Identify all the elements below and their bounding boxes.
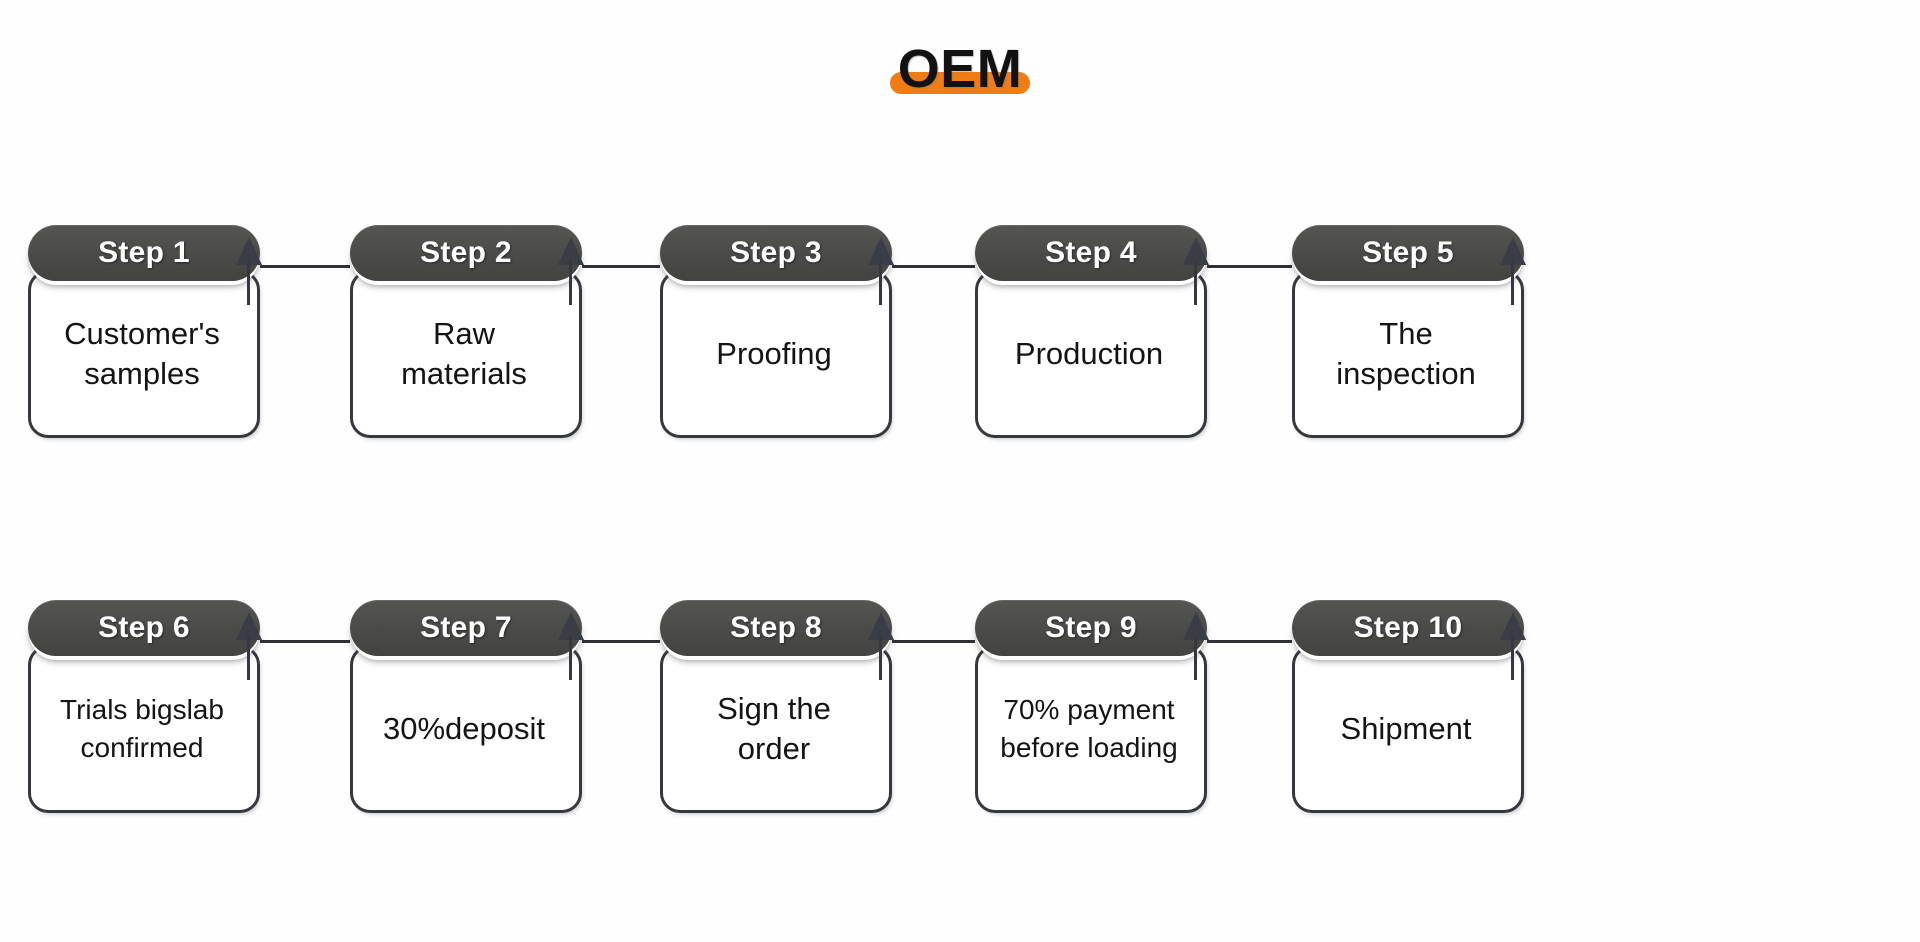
connector-line-4-5 — [1207, 265, 1292, 268]
process-step-9[interactable]: Step 9 70% payment before loading — [975, 600, 1209, 920]
step-pill-label-1: Step 1 — [98, 236, 190, 269]
step-card-text-2: Raw materials — [401, 316, 527, 391]
step-card-text-6: Trials bigslab confirmed — [60, 694, 224, 763]
step-card-2[interactable]: Raw materials — [350, 270, 582, 438]
process-step-4[interactable]: Step 4 Production — [975, 225, 1209, 545]
step-card-text-8: Sign the order — [717, 691, 831, 766]
step-card-6[interactable]: Trials bigslab confirmed — [28, 645, 260, 813]
connector-line-7-8 — [582, 640, 660, 643]
process-step-8[interactable]: Step 8 Sign the order — [660, 600, 894, 920]
step-pill-4[interactable]: Step 4 — [975, 225, 1207, 281]
process-row-2: Step 6 Trials bigslab confirmed Step 7 3… — [0, 600, 1920, 930]
step-card-text-9: 70% payment before loading — [1000, 694, 1178, 763]
step-pill-10[interactable]: Step 10 — [1292, 600, 1524, 656]
step-card-text-4: Production — [1014, 336, 1164, 371]
page-title-inner: OEM — [888, 38, 1033, 100]
step-pill-8[interactable]: Step 8 — [660, 600, 892, 656]
step-card-text-7: 30%deposit — [382, 711, 545, 746]
step-card-3[interactable]: Proofing — [660, 270, 892, 438]
step-pill-label-7: Step 7 — [420, 611, 512, 644]
step-card-5[interactable]: The inspection — [1292, 270, 1524, 438]
step-pill-9[interactable]: Step 9 — [975, 600, 1207, 656]
connector-line-8-9 — [892, 640, 975, 643]
connector-line-3-4 — [892, 265, 975, 268]
step-card-8[interactable]: Sign the order — [660, 645, 892, 813]
step-card-text-1: Customer's samples — [64, 316, 220, 391]
step-pill-label-2: Step 2 — [420, 236, 512, 269]
step-pill-1[interactable]: Step 1 — [28, 225, 260, 281]
process-step-6[interactable]: Step 6 Trials bigslab confirmed — [28, 600, 262, 920]
step-pill-2[interactable]: Step 2 — [350, 225, 582, 281]
process-step-7[interactable]: Step 7 30%deposit — [350, 600, 584, 920]
step-card-7[interactable]: 30%deposit — [350, 645, 582, 813]
step-pill-6[interactable]: Step 6 — [28, 600, 260, 656]
step-pill-label-6: Step 6 — [98, 611, 190, 644]
process-step-3[interactable]: Step 3 Proofing — [660, 225, 894, 545]
title-highlight-bar — [889, 72, 1031, 94]
step-card-9[interactable]: 70% payment before loading — [975, 645, 1207, 813]
step-pill-label-10: Step 10 — [1353, 611, 1463, 644]
connector-line-9-10 — [1207, 640, 1292, 643]
step-card-text-3: Proofing — [716, 336, 832, 371]
step-pill-5[interactable]: Step 5 — [1292, 225, 1524, 281]
step-card-4[interactable]: Production — [975, 270, 1207, 438]
step-card-1[interactable]: Customer's samples — [28, 270, 260, 438]
process-step-10[interactable]: Step 10 Shipment — [1292, 600, 1526, 920]
step-card-text-10: Shipment — [1340, 711, 1472, 746]
connector-line-6-7 — [260, 640, 350, 643]
step-pill-label-9: Step 9 — [1045, 611, 1137, 644]
process-step-2[interactable]: Step 2 Raw materials — [350, 225, 584, 545]
connector-line-1-2 — [260, 265, 350, 268]
step-pill-label-8: Step 8 — [730, 611, 822, 644]
step-pill-label-3: Step 3 — [730, 236, 822, 269]
step-pill-label-5: Step 5 — [1362, 236, 1454, 269]
step-card-text-5: The inspection — [1336, 316, 1476, 391]
process-step-5[interactable]: Step 5 The inspection — [1292, 225, 1526, 545]
step-card-10[interactable]: Shipment — [1292, 645, 1524, 813]
step-pill-label-4: Step 4 — [1045, 236, 1137, 269]
step-pill-7[interactable]: Step 7 — [350, 600, 582, 656]
process-step-1[interactable]: Step 1 Customer's samples — [28, 225, 262, 545]
process-row-1: Step 1 Customer's samples Step 2 Raw mat… — [0, 225, 1920, 555]
step-pill-3[interactable]: Step 3 — [660, 225, 892, 281]
page-title: OEM — [897, 39, 1023, 99]
connector-line-2-3 — [582, 265, 660, 268]
page-title-container: OEM — [0, 38, 1920, 118]
